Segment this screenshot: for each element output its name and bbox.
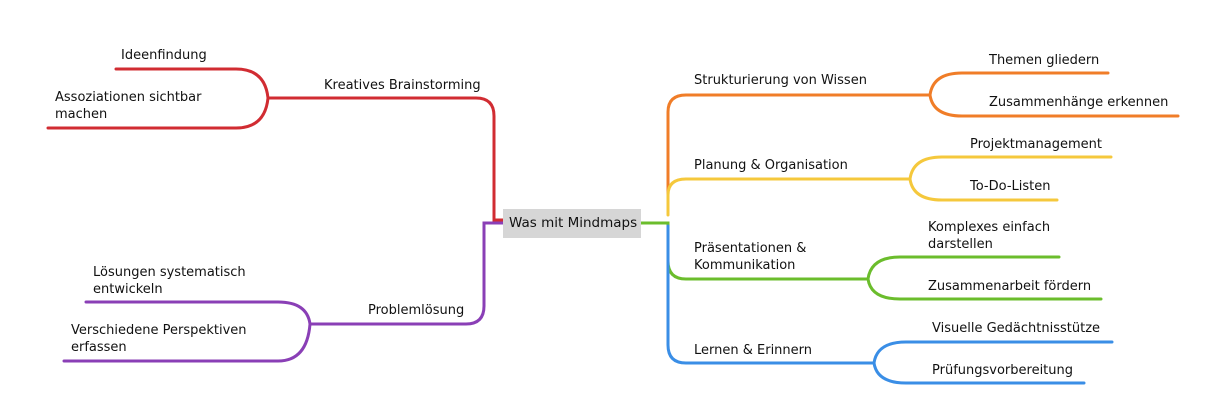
- connector-center-planung: [666, 177, 912, 217]
- connector-gedaechtnis: [872, 340, 1114, 365]
- leaf-label-themen[interactable]: Themen gliedern: [989, 53, 1100, 68]
- leaf-label-perspektiven[interactable]: Verschiedene Perspektiven erfassen: [71, 323, 247, 355]
- central-topic-box[interactable]: [503, 209, 641, 238]
- leaf-label-komplexes[interactable]: Komplexes einfach darstellen: [928, 220, 1051, 252]
- connector-loesungen: [84, 300, 312, 326]
- leaf-label-assoziationen[interactable]: Assoziationen sichtbar machen: [55, 90, 202, 122]
- branch-label-praesentation[interactable]: Präsentationen & Kommunikation: [694, 241, 807, 273]
- connector-themen: [928, 71, 1110, 97]
- leaf-label-pruefung[interactable]: Prüfungsvorbereitung: [932, 363, 1074, 378]
- connector-zusammenhaenge: [928, 93, 1180, 118]
- branch-label-problemloesung[interactable]: Problemlösung: [368, 303, 465, 318]
- branch-label-lernen[interactable]: Lernen & Erinnern: [694, 343, 813, 358]
- connector-todo: [908, 177, 1059, 202]
- connector-pruefung: [872, 361, 1086, 385]
- branch-label-planung[interactable]: Planung & Organisation: [694, 158, 848, 173]
- connector-center-lernen: [666, 224, 876, 365]
- leaf-label-ideenfindung[interactable]: Ideenfindung: [121, 48, 207, 63]
- branch-label-strukturierung[interactable]: Strukturierung von Wissen: [694, 73, 867, 88]
- connector-komplexes: [866, 255, 1061, 281]
- connector-zusammenarbeit: [866, 277, 1103, 301]
- connector-ideenfindung: [114, 67, 270, 100]
- branch-label-brainstorming[interactable]: Kreatives Brainstorming: [324, 78, 481, 93]
- leaf-label-gedaechtnis[interactable]: Visuelle Gedächtnisstütze: [932, 321, 1101, 336]
- leaf-label-zusammenarbeit[interactable]: Zusammenarbeit fördern: [928, 279, 1092, 294]
- leaf-label-projektmanagement[interactable]: Projektmanagement: [970, 137, 1102, 152]
- connector-center-strukturierung: [666, 93, 932, 200]
- leaf-label-todo[interactable]: To-Do-Listen: [970, 179, 1051, 194]
- connector-center-problemloesung: [308, 221, 505, 326]
- central-topic-label: Was mit Mindmaps: [509, 215, 638, 231]
- connector-center-brainstorming: [266, 96, 505, 222]
- connector-perspektiven: [62, 322, 312, 363]
- connector-assoziationen: [46, 96, 270, 130]
- leaf-label-loesungen[interactable]: Lösungen systematisch entwickeln: [93, 265, 246, 297]
- connector-projektmanagement: [908, 155, 1113, 181]
- leaf-label-zusammenhaenge[interactable]: Zusammenhänge erkennen: [989, 95, 1169, 110]
